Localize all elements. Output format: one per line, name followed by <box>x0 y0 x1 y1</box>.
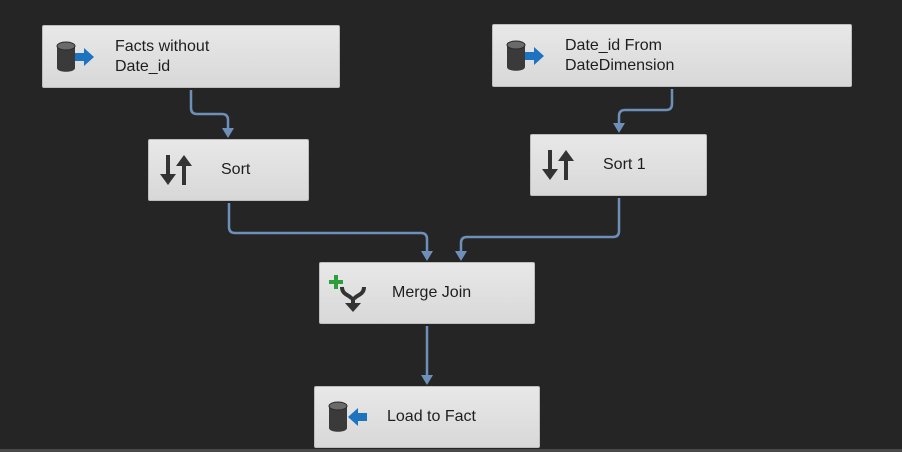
canvas-bottom-border <box>0 449 902 452</box>
node-label: Date_id From DateDimension <box>565 36 675 74</box>
node-label: Sort 1 <box>603 156 646 173</box>
connector-arrowhead <box>222 128 234 138</box>
source-facts-without-date-id[interactable]: Facts without Date_id <box>42 25 340 88</box>
connector-arrowhead <box>455 251 467 261</box>
node-label: Load to Fact <box>387 408 476 425</box>
connector-date-to-sort-1[interactable] <box>617 89 674 125</box>
ole-db-source-icon <box>506 40 544 71</box>
merge-join-icon <box>329 275 366 312</box>
sort-1-transform[interactable]: Sort 1 <box>530 134 707 196</box>
connector-arrowhead <box>421 375 433 385</box>
connector-sort-to-merge[interactable] <box>227 203 429 253</box>
connector-facts-to-sort[interactable] <box>189 90 230 130</box>
source-date-id-from-datedimension[interactable]: Date_id From DateDimension <box>492 24 852 87</box>
node-label: Merge Join <box>392 284 472 301</box>
ole-db-destination-icon <box>328 401 367 432</box>
connector-sort-1-to-merge[interactable] <box>459 198 621 253</box>
sort-arrows-icon <box>160 155 192 185</box>
node-label: Sort <box>221 161 251 178</box>
ole-db-source-icon <box>56 41 94 72</box>
connector-arrowhead <box>613 123 625 133</box>
node-label: Facts without Date_id <box>115 37 210 75</box>
sort-transform[interactable]: Sort <box>148 139 309 201</box>
sort-arrows-icon <box>542 150 574 180</box>
connector-arrowhead <box>421 251 433 261</box>
merge-join-transform[interactable]: Merge Join <box>319 262 535 324</box>
destination-load-to-fact[interactable]: Load to Fact <box>314 386 540 448</box>
